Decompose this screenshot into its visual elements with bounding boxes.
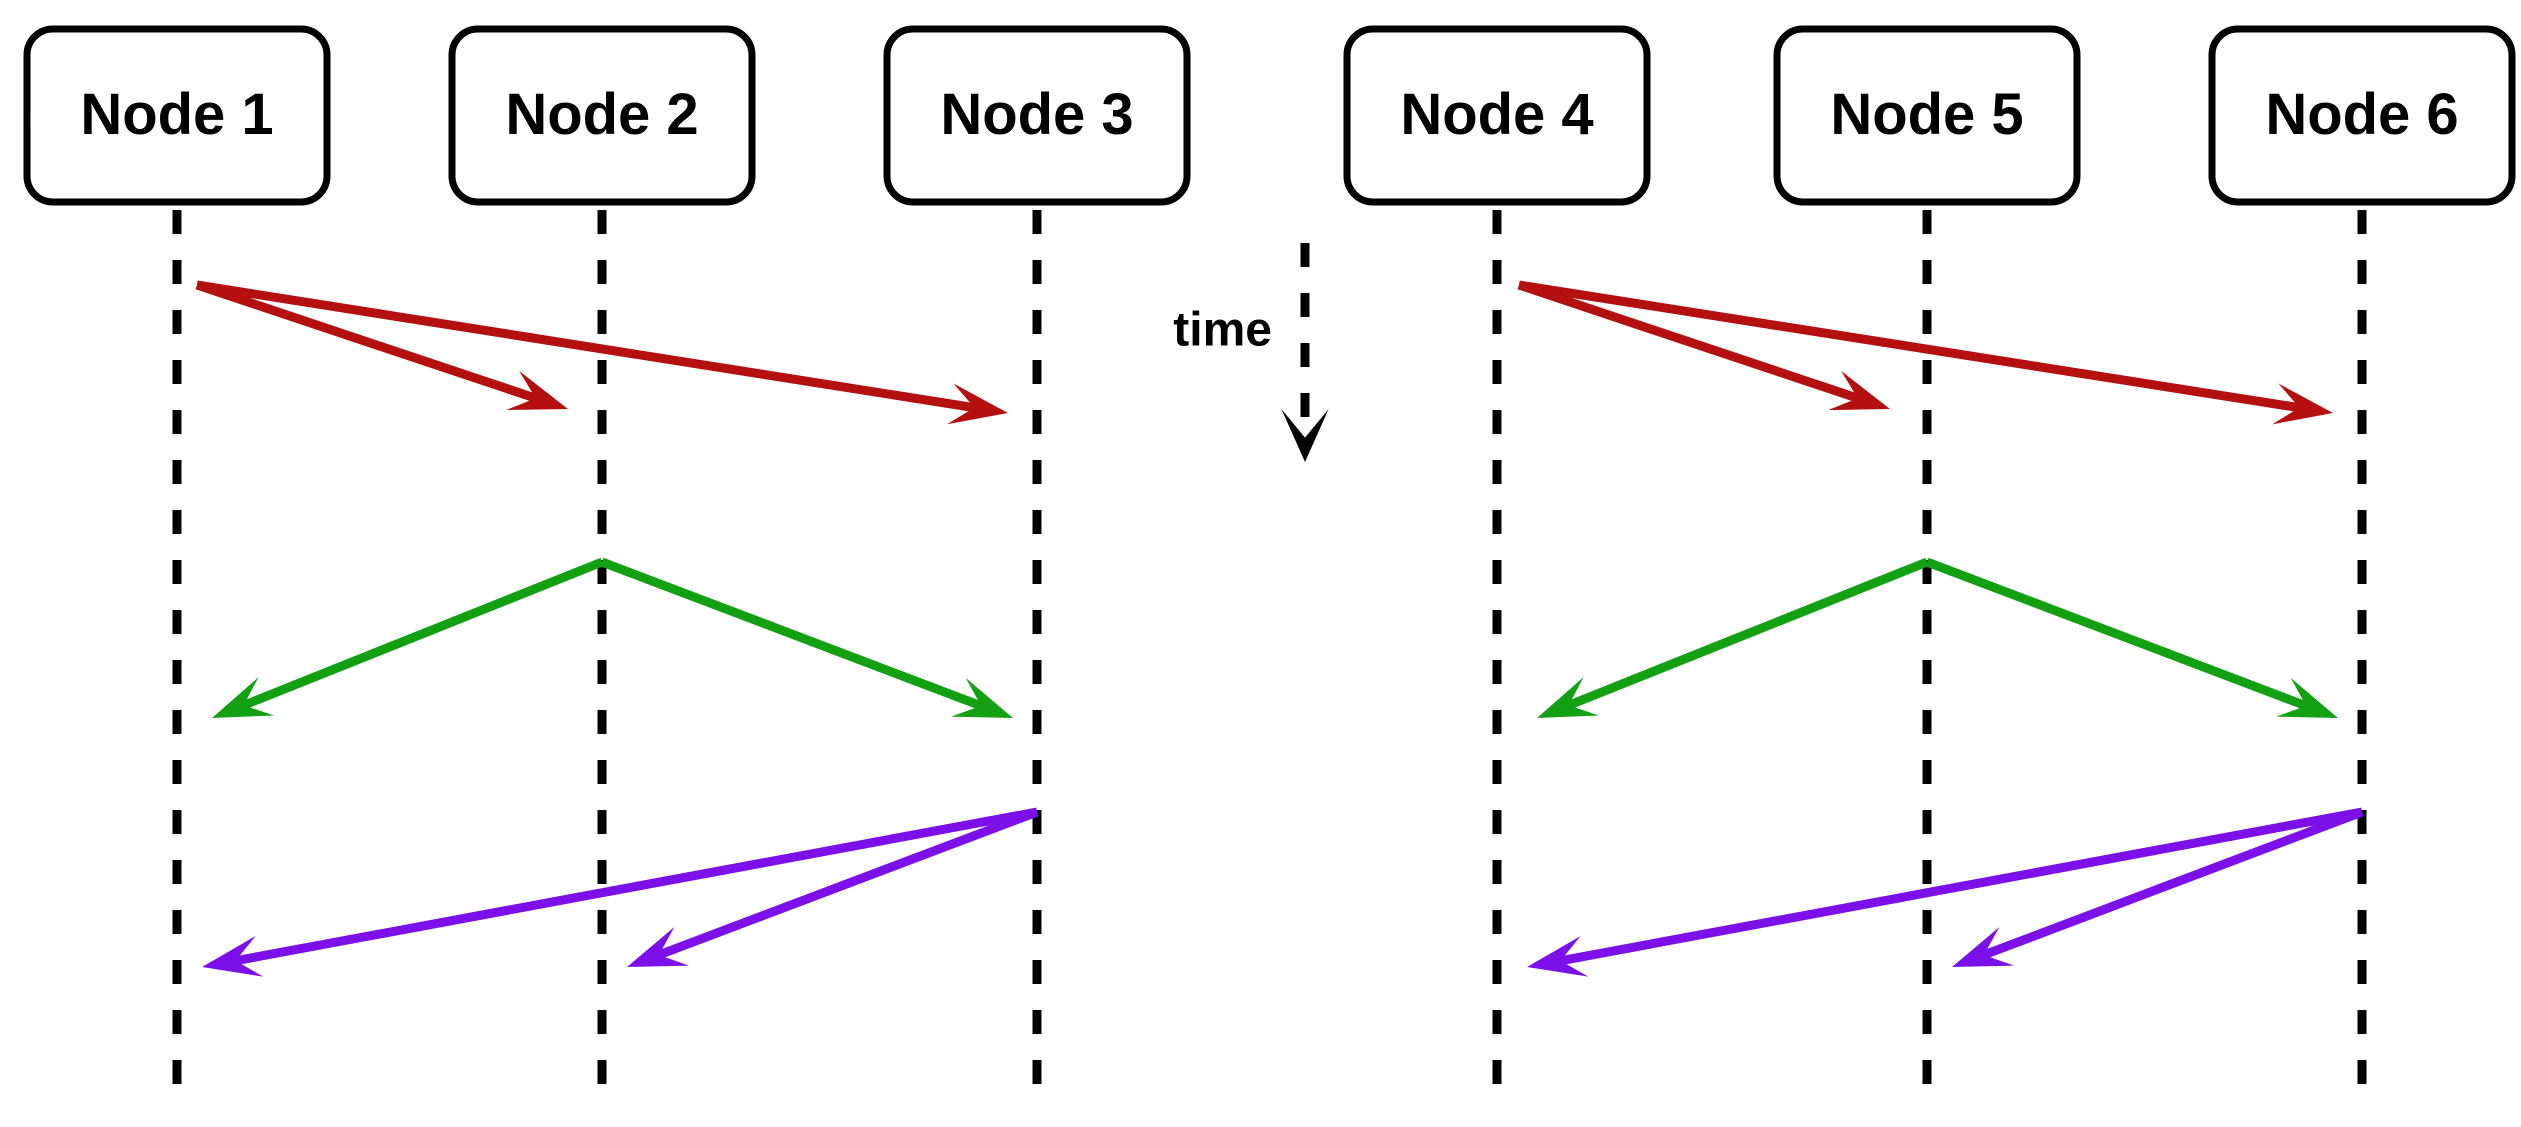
node-label: Node 6 [2265, 82, 2458, 147]
message-shaft [1517, 280, 1860, 403]
message-arrow-m11[interactable] [1527, 807, 2363, 977]
message-shaft [657, 807, 1039, 960]
message-arrowhead-icon [2276, 677, 2338, 718]
message-shaft [1925, 557, 2308, 711]
message-arrow-m8[interactable] [1518, 280, 2333, 425]
message-arrowhead-icon [947, 383, 1008, 425]
message-arrow-m1[interactable] [195, 280, 568, 411]
nodes-layer: Node 1 Node 2 Node 3 Node 4 Node 5 Node 6 [23, 25, 2516, 206]
message-arrowhead-icon [627, 926, 689, 967]
message-arrow-m9[interactable] [1537, 557, 1929, 718]
message-arrow-m3[interactable] [212, 557, 604, 718]
message-arrow-m12[interactable] [1952, 807, 2364, 967]
node-label: Node 2 [505, 82, 698, 147]
message-shaft [600, 557, 983, 711]
node-box-node3[interactable]: Node 3 [883, 25, 1191, 206]
message-arrowhead-icon [1537, 677, 1599, 718]
node-box-node4[interactable]: Node 4 [1343, 25, 1651, 206]
node-box-outline [883, 25, 1191, 206]
message-arrow-m5[interactable] [202, 807, 1038, 977]
node-label: Node 1 [80, 82, 273, 147]
node-label: Node 4 [1400, 82, 1593, 147]
message-shaft [196, 280, 976, 413]
message-arrow-m6[interactable] [627, 807, 1039, 967]
message-arrowhead-icon [951, 677, 1013, 718]
message-arrowhead-icon [1828, 370, 1890, 411]
time-axis: time [1173, 243, 1329, 462]
node-box-node5[interactable]: Node 5 [1773, 25, 2081, 206]
node-box-outline [1773, 25, 2081, 206]
message-shaft [195, 280, 538, 403]
node-box-node2[interactable]: Node 2 [448, 25, 756, 206]
node-box-outline [2208, 25, 2516, 206]
message-arrowhead-icon [212, 677, 274, 718]
message-arrowhead-icon [202, 936, 264, 977]
node-box-outline [23, 25, 331, 206]
time-axis-label: time [1173, 304, 1272, 357]
node-box-node6[interactable]: Node 6 [2208, 25, 2516, 206]
node-box-outline [1343, 25, 1651, 206]
message-arrow-m10[interactable] [1925, 557, 2338, 718]
message-arrow-m2[interactable] [196, 280, 1008, 425]
message-arrow-m4[interactable] [600, 557, 1013, 718]
message-shaft [234, 807, 1038, 966]
message-arrow-m7[interactable] [1517, 280, 1890, 411]
message-arrowhead-icon [1952, 926, 2014, 967]
message-shaft [1566, 557, 1929, 710]
message-arrowhead-icon [1527, 936, 1589, 977]
message-arrowhead-icon [2272, 383, 2333, 425]
message-shaft [1982, 807, 2364, 960]
time-axis-arrowhead-icon [1281, 409, 1329, 462]
message-shaft [241, 557, 604, 710]
message-shaft [1559, 807, 2363, 966]
node-box-outline [448, 25, 756, 206]
messages-layer [195, 280, 2364, 977]
node-label: Node 5 [1830, 82, 2023, 147]
message-arrowhead-icon [506, 370, 568, 411]
node-label: Node 3 [940, 82, 1133, 147]
node-box-node1[interactable]: Node 1 [23, 25, 331, 206]
message-shaft [1518, 280, 2301, 413]
